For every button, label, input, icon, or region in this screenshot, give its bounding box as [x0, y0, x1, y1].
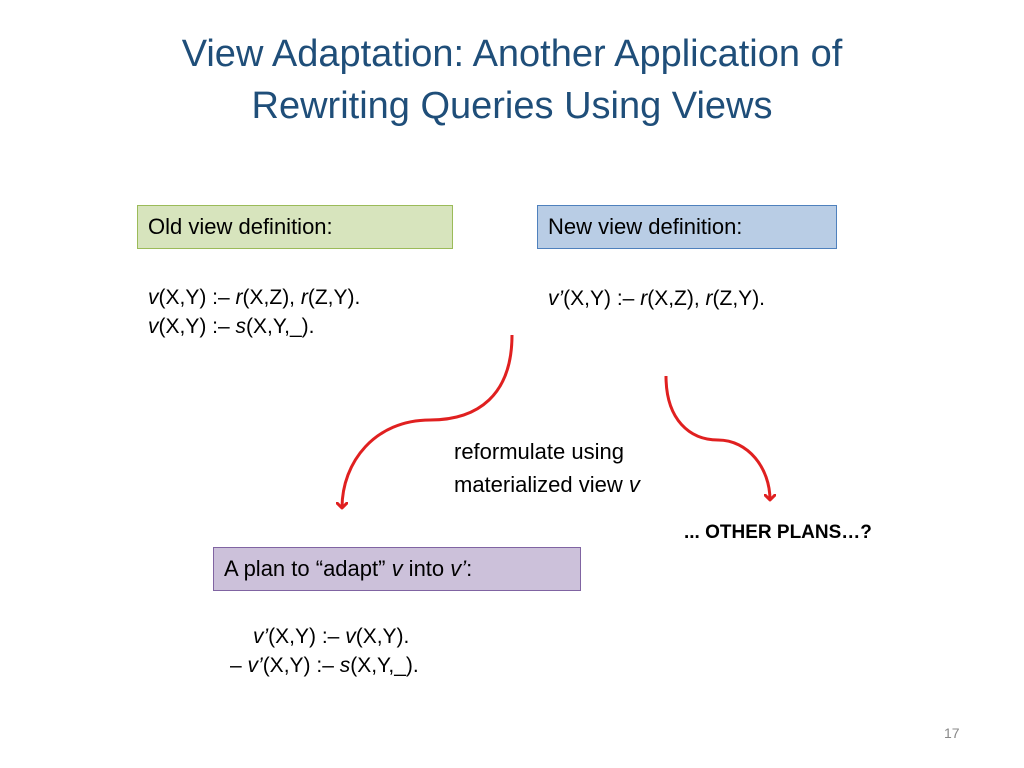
rule-body-args: (X,Y).: [355, 625, 410, 648]
title-line-2: Rewriting Queries Using Views: [251, 85, 773, 127]
rule-args: (X,Y) :–: [158, 315, 236, 338]
rule-head: v: [148, 286, 159, 309]
other-plans-arrow: [664, 375, 770, 500]
rule-args: (X,Y) :–: [262, 654, 340, 677]
reformulate-note: reformulate using materialized view v: [454, 435, 640, 501]
plan-label-suffix: :: [466, 556, 473, 581]
old-view-label: Old view definition:: [148, 214, 333, 239]
reformulate-arrow: [342, 334, 514, 508]
rule-body-pred: r: [640, 287, 648, 310]
new-view-rule: v’(X,Y) :– r(X,Z), r(Z,Y).: [548, 284, 765, 313]
slide-number: 17: [944, 725, 960, 741]
rule-body-pred: s: [339, 654, 351, 677]
rule-body-pred: r: [235, 286, 243, 309]
rule-body-pred: s: [235, 315, 247, 338]
rule-args: (X,Y) :–: [268, 625, 346, 648]
old-rule-2: v(X,Y) :– s(X,Y,_).: [148, 312, 360, 341]
rule-body-args: (X,Y,_).: [350, 654, 419, 677]
other-plans-label: ... OTHER PLANS…?: [684, 522, 872, 543]
plan-rules: v’(X,Y) :– v(X,Y). – v’(X,Y) :– s(X,Y,_)…: [230, 622, 419, 680]
plan-box: A plan to “adapt” v into v’:: [213, 547, 581, 591]
rule-body-pred: r: [705, 287, 713, 310]
rule-body-args: (X,Z),: [647, 287, 706, 310]
old-view-box: Old view definition:: [137, 205, 453, 249]
plan-rule-2: – v’(X,Y) :– s(X,Y,_).: [230, 651, 419, 680]
note-line-2-text: materialized view: [454, 472, 629, 497]
rule-args: (X,Y) :–: [158, 286, 236, 309]
title-line-1: View Adaptation: Another Application of: [181, 33, 843, 75]
rule-body-args: (X,Y,_).: [246, 315, 315, 338]
rule-head: v: [148, 315, 159, 338]
old-rule-1: v(X,Y) :– r(X,Z), r(Z,Y).: [148, 283, 360, 312]
rule-body-args: (X,Z),: [242, 286, 301, 309]
rule-body-pred: v: [345, 625, 356, 648]
plan-label-var: v’: [450, 556, 467, 581]
old-view-rules: v(X,Y) :– r(X,Z), r(Z,Y). v(X,Y) :– s(X,…: [148, 283, 360, 341]
rule-head: v’: [548, 287, 564, 310]
note-line-2-var: v: [628, 472, 640, 497]
rule-body-pred: r: [300, 286, 308, 309]
rule-prefix: –: [230, 654, 248, 677]
new-view-box: New view definition:: [537, 205, 837, 249]
note-line-1: reformulate using: [454, 439, 624, 464]
slide-title: View Adaptation: Another Application of …: [60, 28, 964, 132]
plan-label-prefix: A plan to “adapt”: [224, 556, 392, 581]
plan-label-mid: into: [402, 556, 451, 581]
rule-head: v’: [253, 625, 269, 648]
rule-args: (X,Y) :–: [563, 287, 641, 310]
rule-body-args: (Z,Y).: [712, 287, 766, 310]
rule-body-args: (Z,Y).: [307, 286, 361, 309]
new-rule-1: v’(X,Y) :– r(X,Z), r(Z,Y).: [548, 284, 765, 313]
plan-rule-1: v’(X,Y) :– v(X,Y).: [230, 622, 419, 651]
rule-head: v’: [247, 654, 263, 677]
plan-label-var: v: [391, 556, 403, 581]
new-view-label: New view definition:: [548, 214, 743, 239]
note-line-2: materialized view v: [454, 468, 640, 501]
